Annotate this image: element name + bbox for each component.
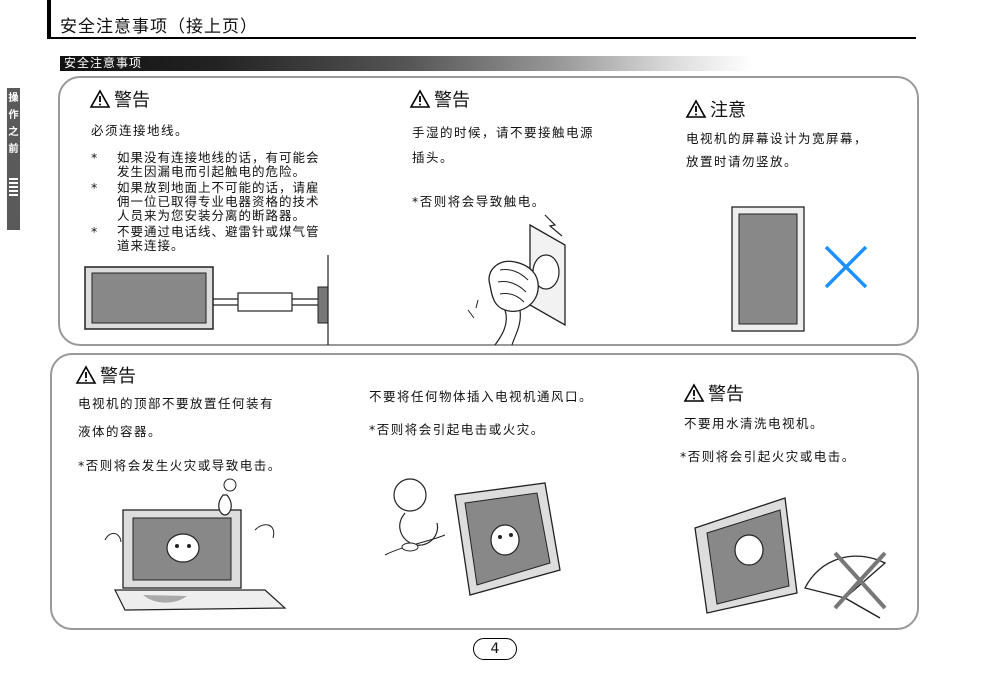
- liquid-line1: 电视机的顶部不要放置任何装有: [78, 396, 275, 411]
- warning-icon: [89, 89, 111, 108]
- section-band: [60, 56, 830, 71]
- list-item: * 不要通过电话线、避雷针或煤气管道来连接。: [91, 224, 320, 253]
- page-number: 4: [473, 638, 517, 660]
- warning-icon: [683, 383, 705, 402]
- side-tab: 操 作 之 前: [7, 88, 20, 230]
- vent-insert-illustration: [384, 478, 561, 596]
- wet-hand-line1: 手湿的时候，请不要接触电源: [412, 125, 595, 140]
- top-panel: [58, 76, 919, 346]
- ground-intro: 必须连接地线。: [91, 123, 190, 138]
- side-tab-lines: [9, 176, 18, 198]
- wet-hand-note: *否则将会导致触电。: [412, 194, 546, 209]
- vent-note: *否则将会引起电击或火灾。: [369, 422, 545, 437]
- vent-line1: 不要将任何物体插入电视机通风口。: [369, 389, 594, 404]
- warning-icon: [75, 365, 97, 384]
- header-bar: [47, 0, 51, 38]
- heading-ground-warning: 警告: [89, 86, 150, 112]
- liquid-note: *否则将会发生火灾或导致电击。: [78, 458, 282, 473]
- tv-ground-illustration: [84, 255, 329, 345]
- side-tab-arrow-icon: [7, 218, 19, 228]
- liquid-line2: 液体的容器。: [78, 424, 163, 439]
- vertical-line2: 放置时请勿竖放。: [686, 154, 799, 169]
- wet-hand-line2: 插头。: [412, 150, 455, 165]
- vertical-line1: 电视机的屏幕设计为宽屏幕，: [686, 131, 869, 146]
- warning-icon: [409, 89, 431, 108]
- header-rule: [47, 37, 916, 39]
- heading-water-warning: 警告: [683, 380, 744, 406]
- heading-wet-hand-warning: 警告: [409, 86, 470, 112]
- page-title: 安全注意事项（接上页）: [60, 17, 258, 37]
- list-item: * 如果没有连接地线的话，有可能会发生因漏电而引起触电的危险。: [91, 150, 320, 179]
- tv-water-illustration: [694, 497, 887, 619]
- side-tab-char: 之: [8, 127, 19, 138]
- list-item: * 如果放到地面上不可能的话，请雇佣一位已取得专业电器资格的技术人员来为您安装分…: [91, 180, 320, 223]
- side-tab-char: 前: [8, 144, 19, 155]
- heading-vertical-caution: 注意: [685, 96, 746, 122]
- warning-icon: [685, 99, 707, 118]
- bottom-panel: [50, 353, 919, 630]
- vertical-tv-illustration: [731, 206, 868, 332]
- wet-hand-socket-illustration: [467, 214, 566, 346]
- tv-vase-illustration: [104, 478, 287, 611]
- side-tab-char: 作: [8, 110, 19, 121]
- ground-bullet-list: * 如果没有连接地线的话，有可能会发生因漏电而引起触电的危险。 * 如果放到地面…: [91, 151, 361, 253]
- water-line1: 不要用水清洗电视机。: [684, 416, 825, 431]
- water-note: *否则将会引起火灾或电击。: [680, 449, 856, 464]
- heading-liquid-warning: 警告: [75, 362, 136, 388]
- section-label: 安全注意事项: [64, 56, 143, 70]
- side-tab-char: 操: [8, 93, 19, 104]
